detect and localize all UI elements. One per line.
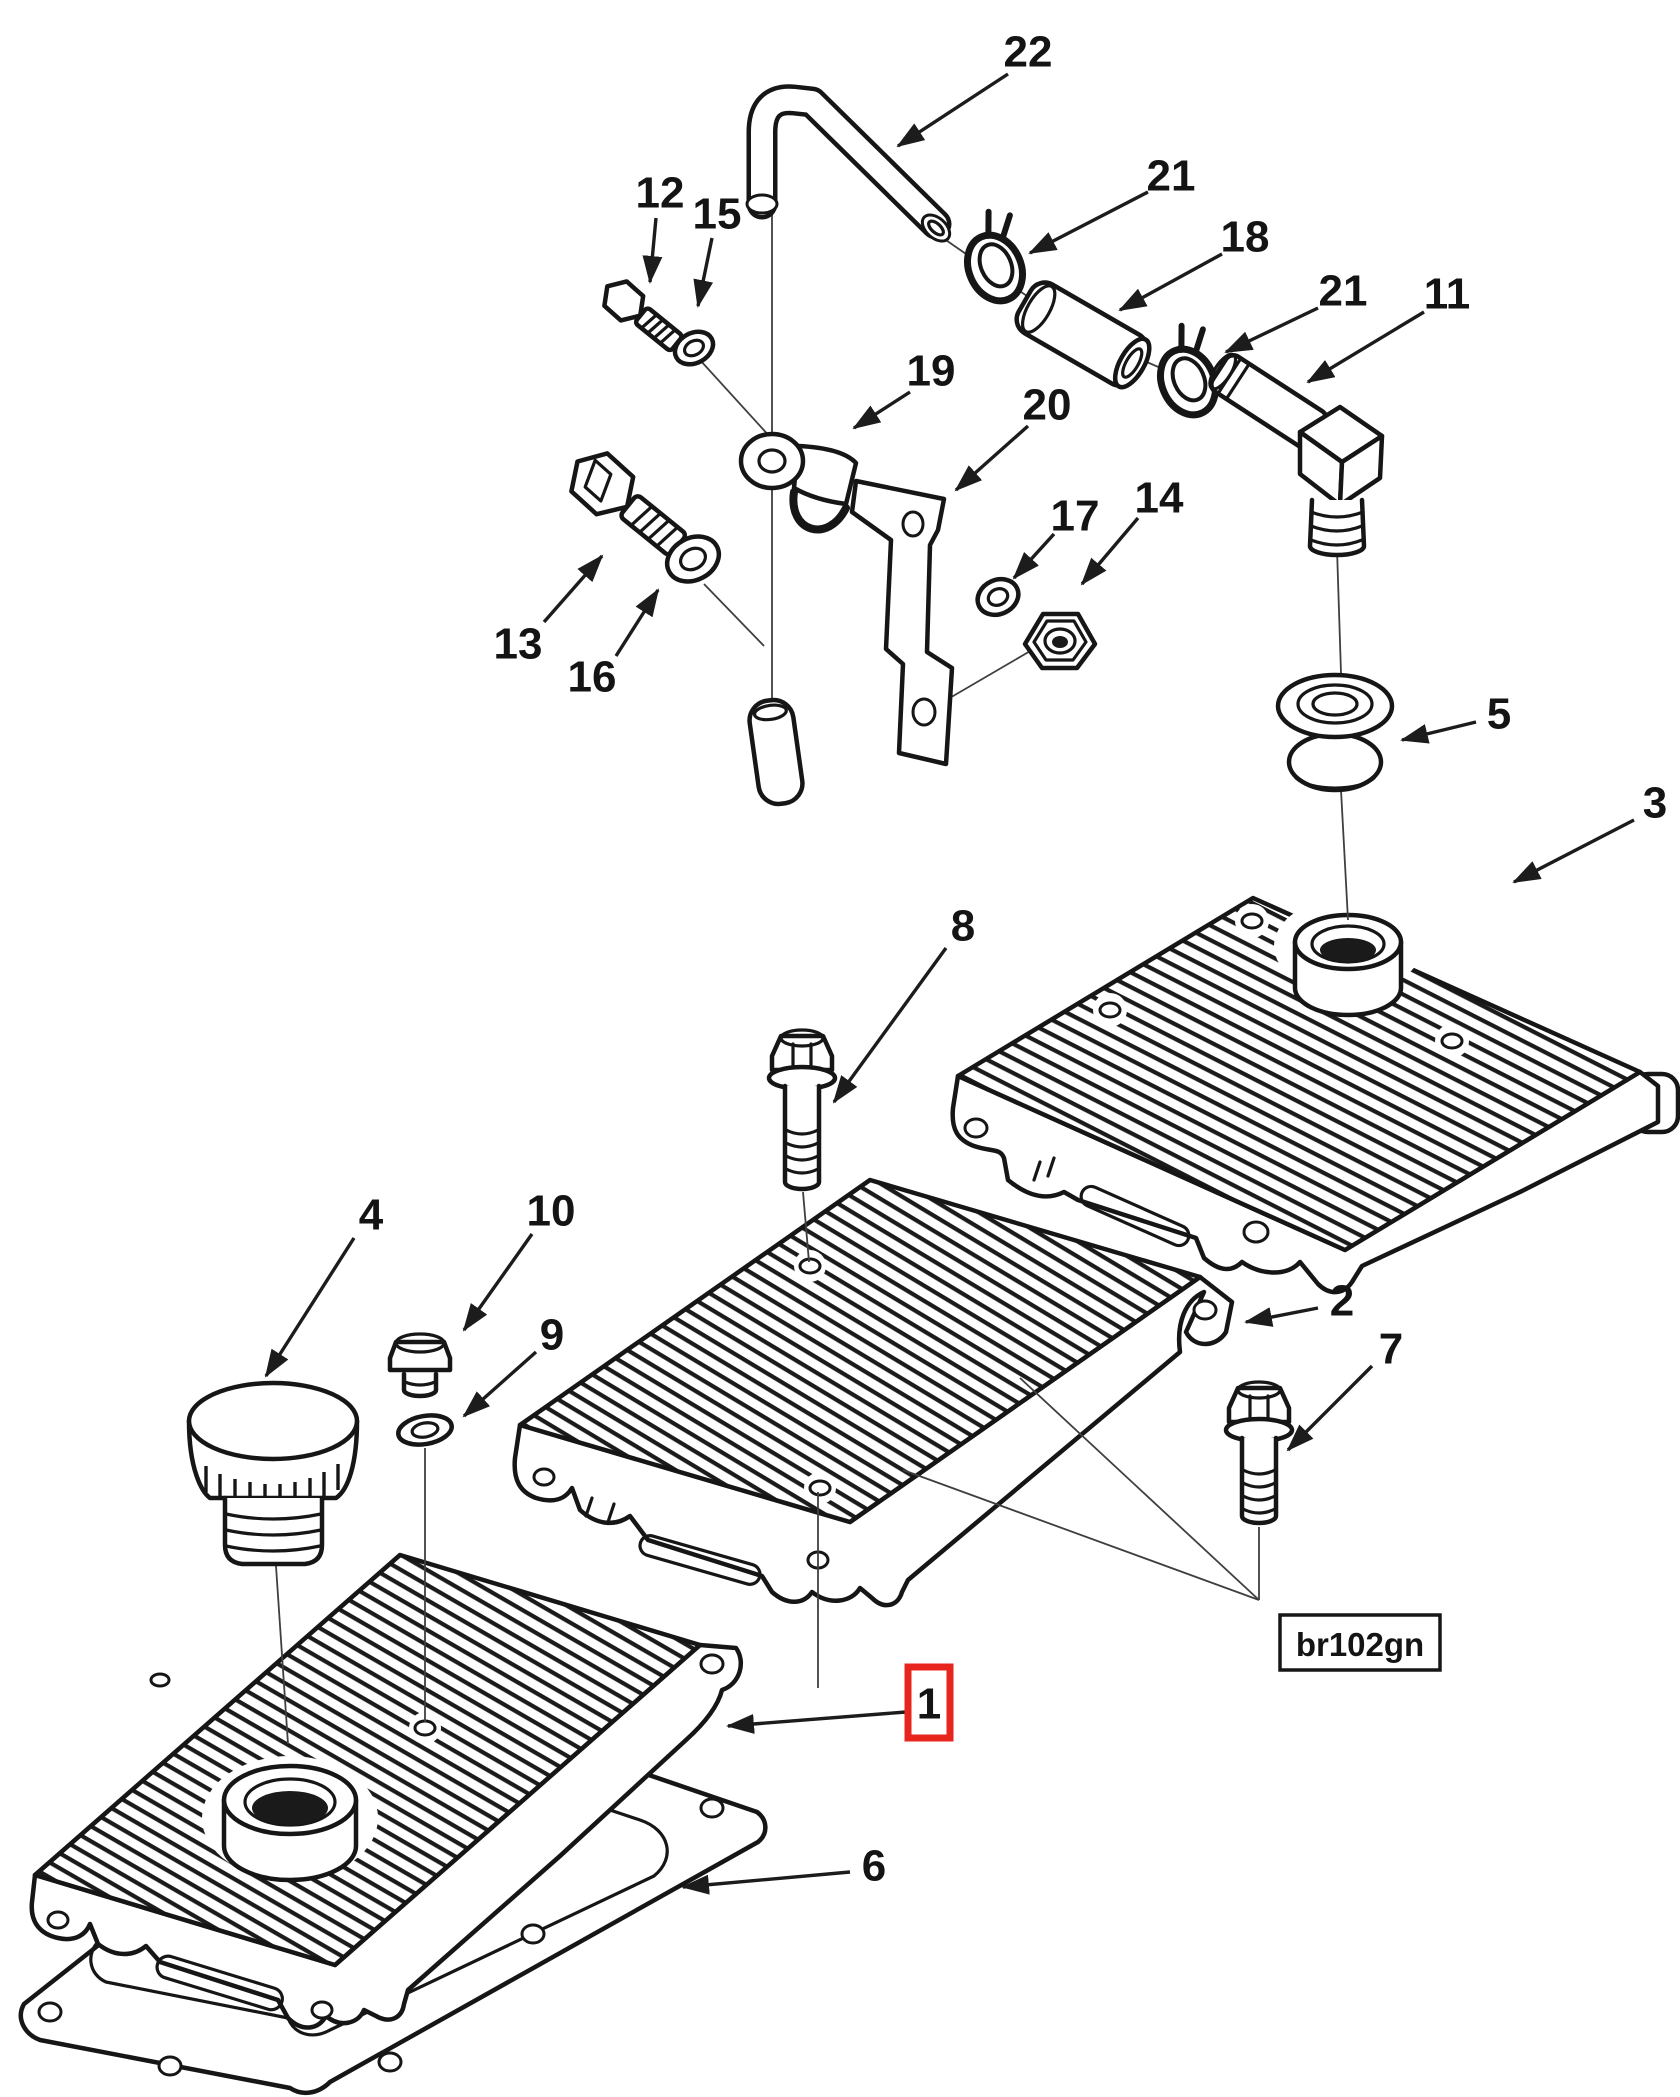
svg-text:13: 13 [494,620,543,669]
part-bolt-8 [766,1028,838,1192]
callout-20: 20 [954,381,1072,492]
callout-7: 7 [1286,1325,1403,1452]
svg-text:16: 16 [568,653,617,702]
callout-3: 3 [1512,779,1667,884]
svg-text:4: 4 [359,1191,384,1240]
callout-2: 2 [1244,1277,1354,1327]
callout-11: 11 [1306,270,1471,384]
part-bracket-20 [849,478,955,767]
callout-21: 21 [1224,267,1368,354]
callout-6: 6 [681,1842,886,1895]
part-hose-clamp-21b [1157,322,1219,419]
svg-text:9: 9 [540,1311,564,1360]
callout-1: 1 [726,1663,954,1742]
callout-4: 4 [264,1191,384,1378]
svg-text:5: 5 [1487,690,1511,739]
callout-17: 17 [1012,492,1100,580]
part-washer-9 [396,1413,454,1447]
part-breather-hose-22 [745,84,952,243]
part-nut-14 [1022,611,1098,671]
svg-text:22: 22 [1004,28,1053,77]
callout-16: 16 [568,588,660,702]
svg-text:2: 2 [1330,1277,1354,1326]
highlight-box [904,1663,954,1742]
part-hose-18 [1014,280,1152,390]
svg-text:7: 7 [1379,1325,1403,1374]
part-rocker-cover-2 [512,1177,1235,1608]
part-hose-clamp-21a [964,208,1026,305]
callout-5: 5 [1400,690,1511,744]
callout-12: 12 [636,169,685,284]
part-bolt-13 [569,451,688,557]
svg-text:12: 12 [636,169,685,218]
svg-text:19: 19 [907,347,956,396]
callout-14: 14 [1080,474,1184,586]
svg-text:14: 14 [1135,474,1184,523]
svg-text:11: 11 [1424,270,1471,319]
part-bolt-7 [1223,1380,1295,1526]
part-washer-15 [672,329,716,367]
part-washer-16 [664,534,722,584]
callout-22: 22 [896,28,1053,148]
callout-18: 18 [1118,213,1270,312]
svg-text:21: 21 [1319,267,1368,316]
svg-text:15: 15 [693,190,742,239]
svg-text:10: 10 [527,1187,576,1236]
svg-text:18: 18 [1221,213,1270,262]
construction-lines [275,207,1349,1745]
svg-text:17: 17 [1051,492,1100,541]
part-plug-10 [387,1332,453,1399]
callout-10: 10 [462,1187,576,1332]
callout-9: 9 [462,1311,564,1418]
part-filler-cap-4 [186,1380,360,1567]
svg-text:20: 20 [1023,381,1072,430]
ref-code-label: br102gn [1278,1613,1442,1672]
part-elbow-fitting-11 [1208,352,1385,558]
part-grommet-5 [1275,672,1395,793]
svg-text:1: 1 [917,1680,941,1729]
svg-text:21: 21 [1147,152,1196,201]
callout-21: 21 [1028,152,1196,255]
part-hose-end-sleeve [747,697,805,807]
part-rocker-cover-3 [950,895,1680,1295]
part-washer-17 [975,576,1021,618]
svg-text:8: 8 [951,902,975,951]
callout-19: 19 [852,347,956,430]
svg-text:6: 6 [862,1842,886,1891]
part-bolt-12 [602,279,684,353]
svg-text:br102gn: br102gn [1296,1626,1424,1663]
callout-13: 13 [494,554,604,669]
svg-text:3: 3 [1643,779,1667,828]
callout-8: 8 [832,902,975,1104]
part-rocker-cover-1 [29,1552,743,2030]
callout-15: 15 [693,190,742,308]
part-clamp-19 [738,431,859,534]
